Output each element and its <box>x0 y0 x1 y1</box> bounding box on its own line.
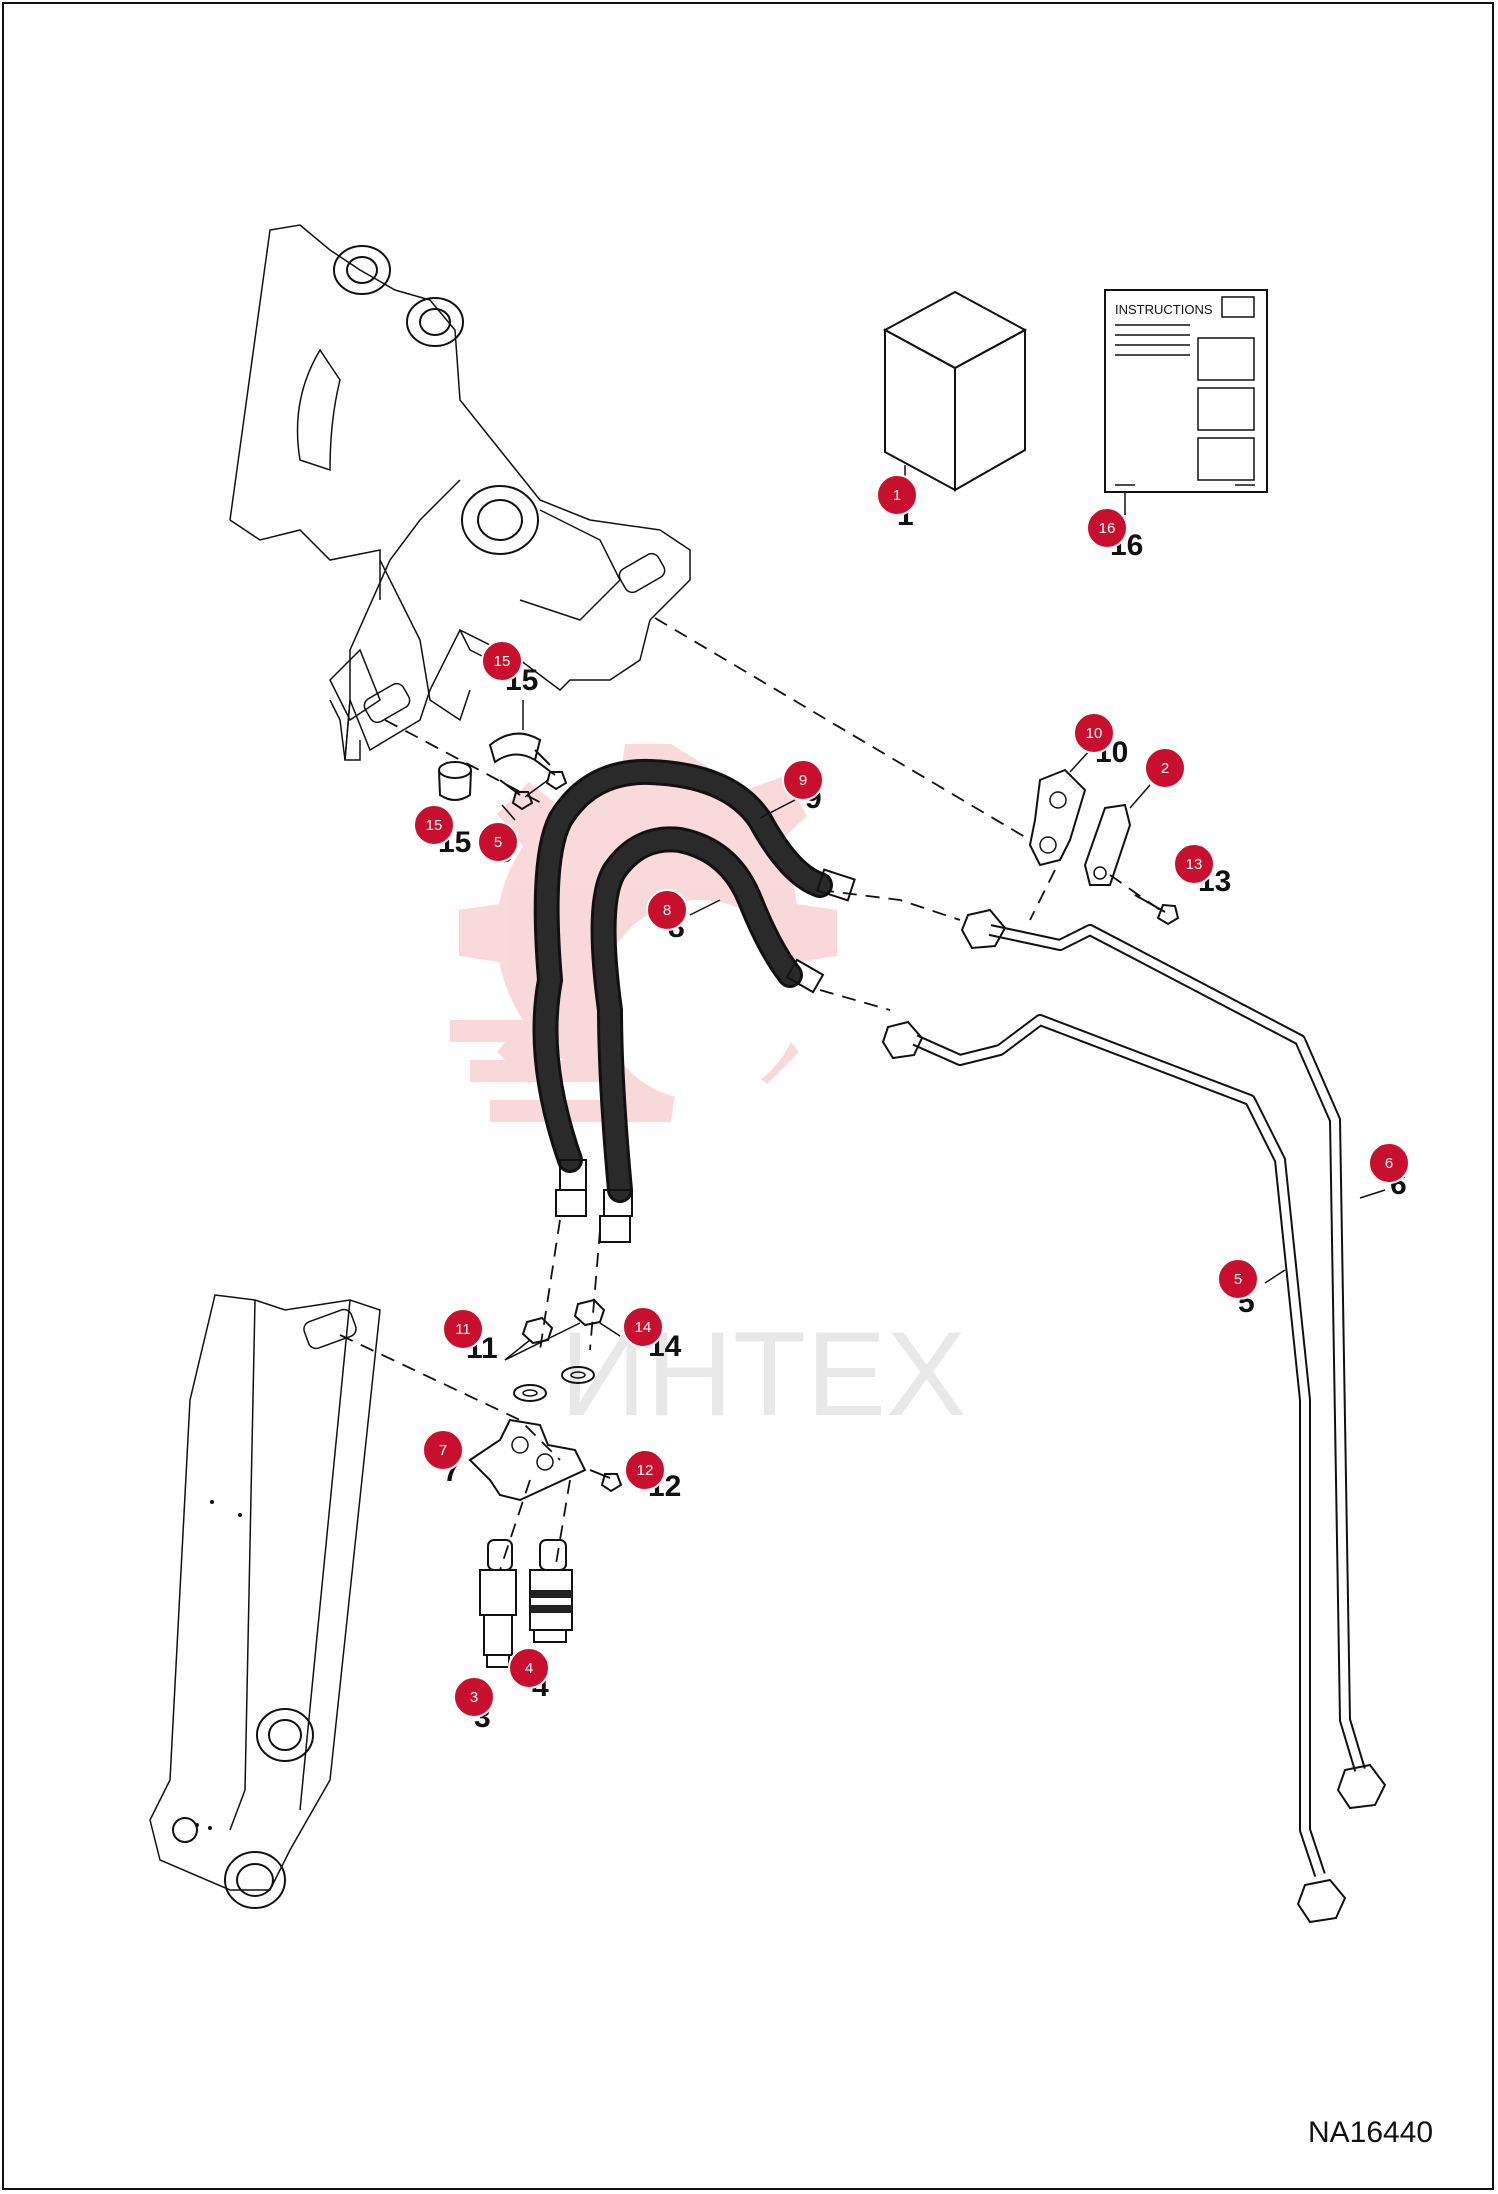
coupler-3 <box>479 1539 517 1668</box>
coupler-4 <box>529 1539 573 1643</box>
svg-text:15: 15 <box>494 653 511 670</box>
hose-8 <box>590 826 825 1243</box>
svg-text:5: 5 <box>1234 1271 1242 1288</box>
bolt-13 <box>1134 894 1180 926</box>
svg-text:9: 9 <box>799 772 807 789</box>
figure-reference: NA16440 <box>1308 2116 1433 2149</box>
svg-text:5: 5 <box>494 834 502 851</box>
tube-5 <box>881 1014 1347 1924</box>
callout-13[interactable]: 13 <box>1173 843 1215 885</box>
callout-bubbles: 1 2 3 4 5 5 6 7 8 9 10 11 12 13 14 15 15… <box>413 474 1410 1718</box>
svg-text:13: 13 <box>1186 856 1203 873</box>
callout-4[interactable]: 4 <box>508 1647 550 1689</box>
svg-text:16: 16 <box>1099 520 1116 537</box>
svg-text:6: 6 <box>1385 1155 1393 1172</box>
callout-7[interactable]: 7 <box>422 1429 464 1471</box>
svg-text:11: 11 <box>455 1321 471 1338</box>
callout-1[interactable]: 1 <box>876 474 918 516</box>
callout-5-upper[interactable]: 5 <box>477 821 519 863</box>
bolt-12 <box>589 1469 623 1493</box>
svg-text:7: 7 <box>439 1442 447 1459</box>
boom-arm-drawing <box>149 1294 381 1909</box>
callout-2[interactable]: 2 <box>1144 747 1186 789</box>
loader-mount-drawing <box>229 224 691 761</box>
clamp-15-upper <box>488 732 551 766</box>
callout-11[interactable]: 11 <box>442 1308 484 1350</box>
bolt-5-lower <box>499 779 534 811</box>
svg-text:14: 14 <box>635 1319 652 1336</box>
svg-text:1: 1 <box>893 487 901 504</box>
callout-15-upper[interactable]: 15 <box>481 640 523 682</box>
svg-text:15: 15 <box>426 817 443 834</box>
plate-2 <box>1083 803 1132 886</box>
svg-text:2: 2 <box>1161 760 1169 777</box>
callout-10[interactable]: 10 <box>1073 712 1115 754</box>
callout-14[interactable]: 14 <box>622 1306 664 1348</box>
watermark-text: ИНТЕХ <box>560 1307 966 1441</box>
nut-14 <box>573 1298 606 1327</box>
bracket-7 <box>468 1418 587 1502</box>
svg-text:10: 10 <box>1086 725 1103 742</box>
callout-12[interactable]: 12 <box>624 1449 666 1491</box>
tube-6 <box>960 908 1387 1810</box>
washers <box>513 1366 595 1402</box>
callout-6[interactable]: 6 <box>1368 1142 1410 1184</box>
callout-15-lower[interactable]: 15 <box>413 804 455 846</box>
callout-3[interactable]: 3 <box>453 1676 495 1718</box>
box-part-1 <box>882 290 1028 492</box>
callout-8[interactable]: 8 <box>646 889 688 931</box>
callout-16[interactable]: 16 <box>1086 507 1128 549</box>
svg-text:8: 8 <box>663 902 671 919</box>
svg-text:12: 12 <box>637 1462 654 1479</box>
clamp-15-lower <box>438 761 472 801</box>
instructions-manual-16 <box>1104 289 1268 493</box>
nut-11 <box>521 1316 554 1345</box>
svg-text:3: 3 <box>470 1689 478 1706</box>
svg-text:4: 4 <box>525 1660 533 1677</box>
instructions-heading: INSTRUCTIONS <box>1115 302 1213 317</box>
clamp-10 <box>1028 768 1087 867</box>
leader-lines <box>469 465 1386 1466</box>
callout-9[interactable]: 9 <box>782 759 824 801</box>
hose-9 <box>532 758 856 1217</box>
callout-5-lower[interactable]: 5 <box>1217 1258 1259 1300</box>
